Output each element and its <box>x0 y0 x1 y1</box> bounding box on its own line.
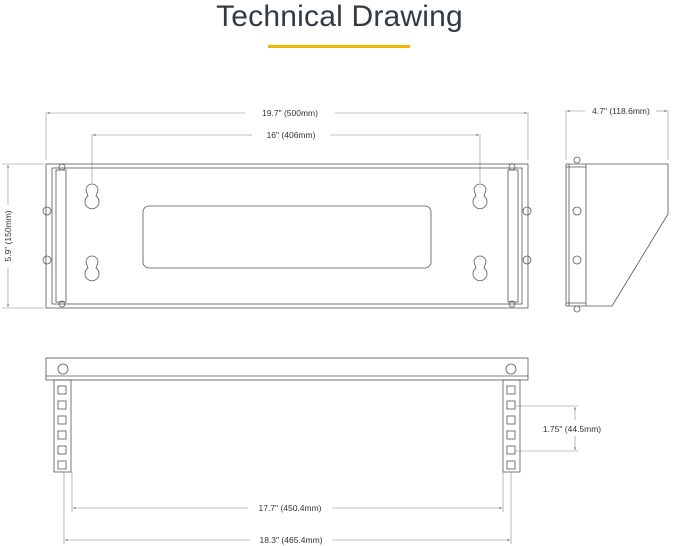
side-view <box>565 156 669 313</box>
side-profile <box>565 163 669 307</box>
top-view <box>45 357 529 473</box>
keyhole-icon <box>84 183 488 282</box>
hole-spacing-label: 16" (406mm) <box>267 130 316 140</box>
front-outer-frame <box>45 163 529 309</box>
outer-width-label: 18.3" (465.4mm) <box>259 535 322 545</box>
screw-icon <box>572 156 582 313</box>
front-inner-frame <box>51 167 523 305</box>
left-flange <box>55 169 67 303</box>
overall-width-label: 19.7" (500mm) <box>262 108 318 118</box>
inner-width-label: 17.7" (450.4mm) <box>258 503 321 513</box>
screw-icon <box>42 163 532 308</box>
right-flange <box>507 169 519 303</box>
top-dimensions <box>63 405 578 544</box>
screw-icon <box>505 363 517 375</box>
right-rail <box>502 379 521 473</box>
page-title: Technical Drawing <box>216 0 463 33</box>
screw-icon <box>57 363 69 375</box>
side-dimensions <box>565 109 669 160</box>
front-view <box>42 163 532 309</box>
title-underline <box>268 45 410 48</box>
rack-unit-label: 1.75" (44.5mm) <box>543 424 601 434</box>
center-cutout <box>142 205 432 269</box>
front-dimensions <box>2 111 529 309</box>
left-rail <box>53 379 72 473</box>
height-label: 5.9" (150mm) <box>3 210 13 261</box>
top-plate <box>45 357 529 381</box>
depth-label: 4.7" (118.6mm) <box>592 106 650 116</box>
